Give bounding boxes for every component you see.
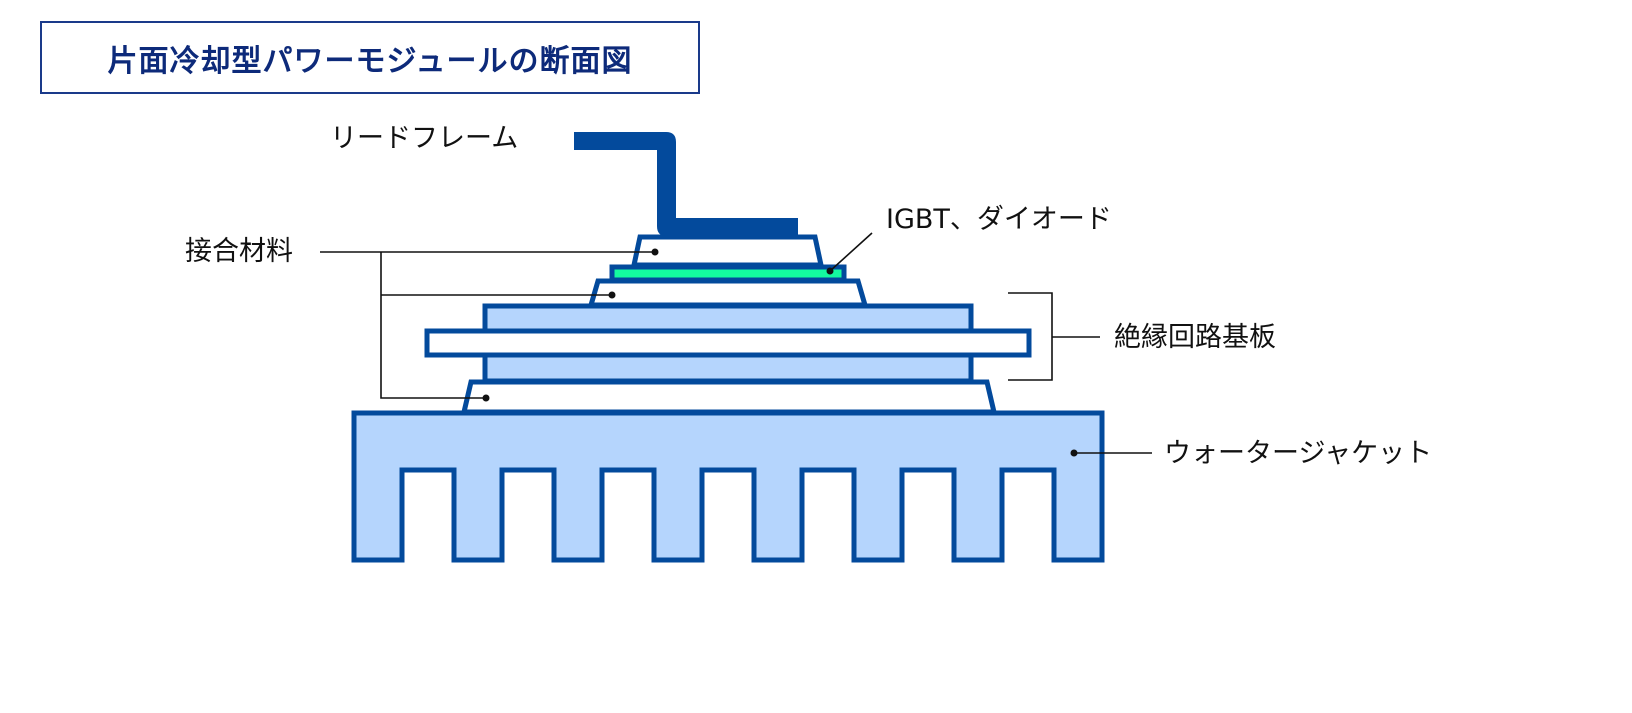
chip-layer xyxy=(609,264,847,283)
label-bonding-material: 接合材料 xyxy=(185,236,293,267)
leader-dots xyxy=(482,248,1078,457)
label-lead-frame: リードフレーム xyxy=(330,123,519,154)
copper-layer-lower xyxy=(482,352,974,384)
label-chip: IGBT、ダイオード xyxy=(886,204,1112,235)
copper-layer-upper xyxy=(482,303,974,335)
lead-frame xyxy=(574,132,798,236)
ceramic-layer xyxy=(424,328,1032,358)
leader-lines xyxy=(320,232,1152,454)
bonding-layer-middle xyxy=(587,278,869,308)
bonding-layer-top xyxy=(630,234,825,268)
label-water-jacket: ウォータージャケット xyxy=(1164,438,1433,469)
diagram-title: 片面冷却型パワーモジュールの断面図 xyxy=(107,43,633,79)
bonding-layer-bottom xyxy=(460,379,998,415)
title-box: 片面冷却型パワーモジュールの断面図 xyxy=(40,21,700,94)
water-jacket xyxy=(351,410,1105,563)
label-insulated-substrate: 絶縁回路基板 xyxy=(1114,322,1276,353)
